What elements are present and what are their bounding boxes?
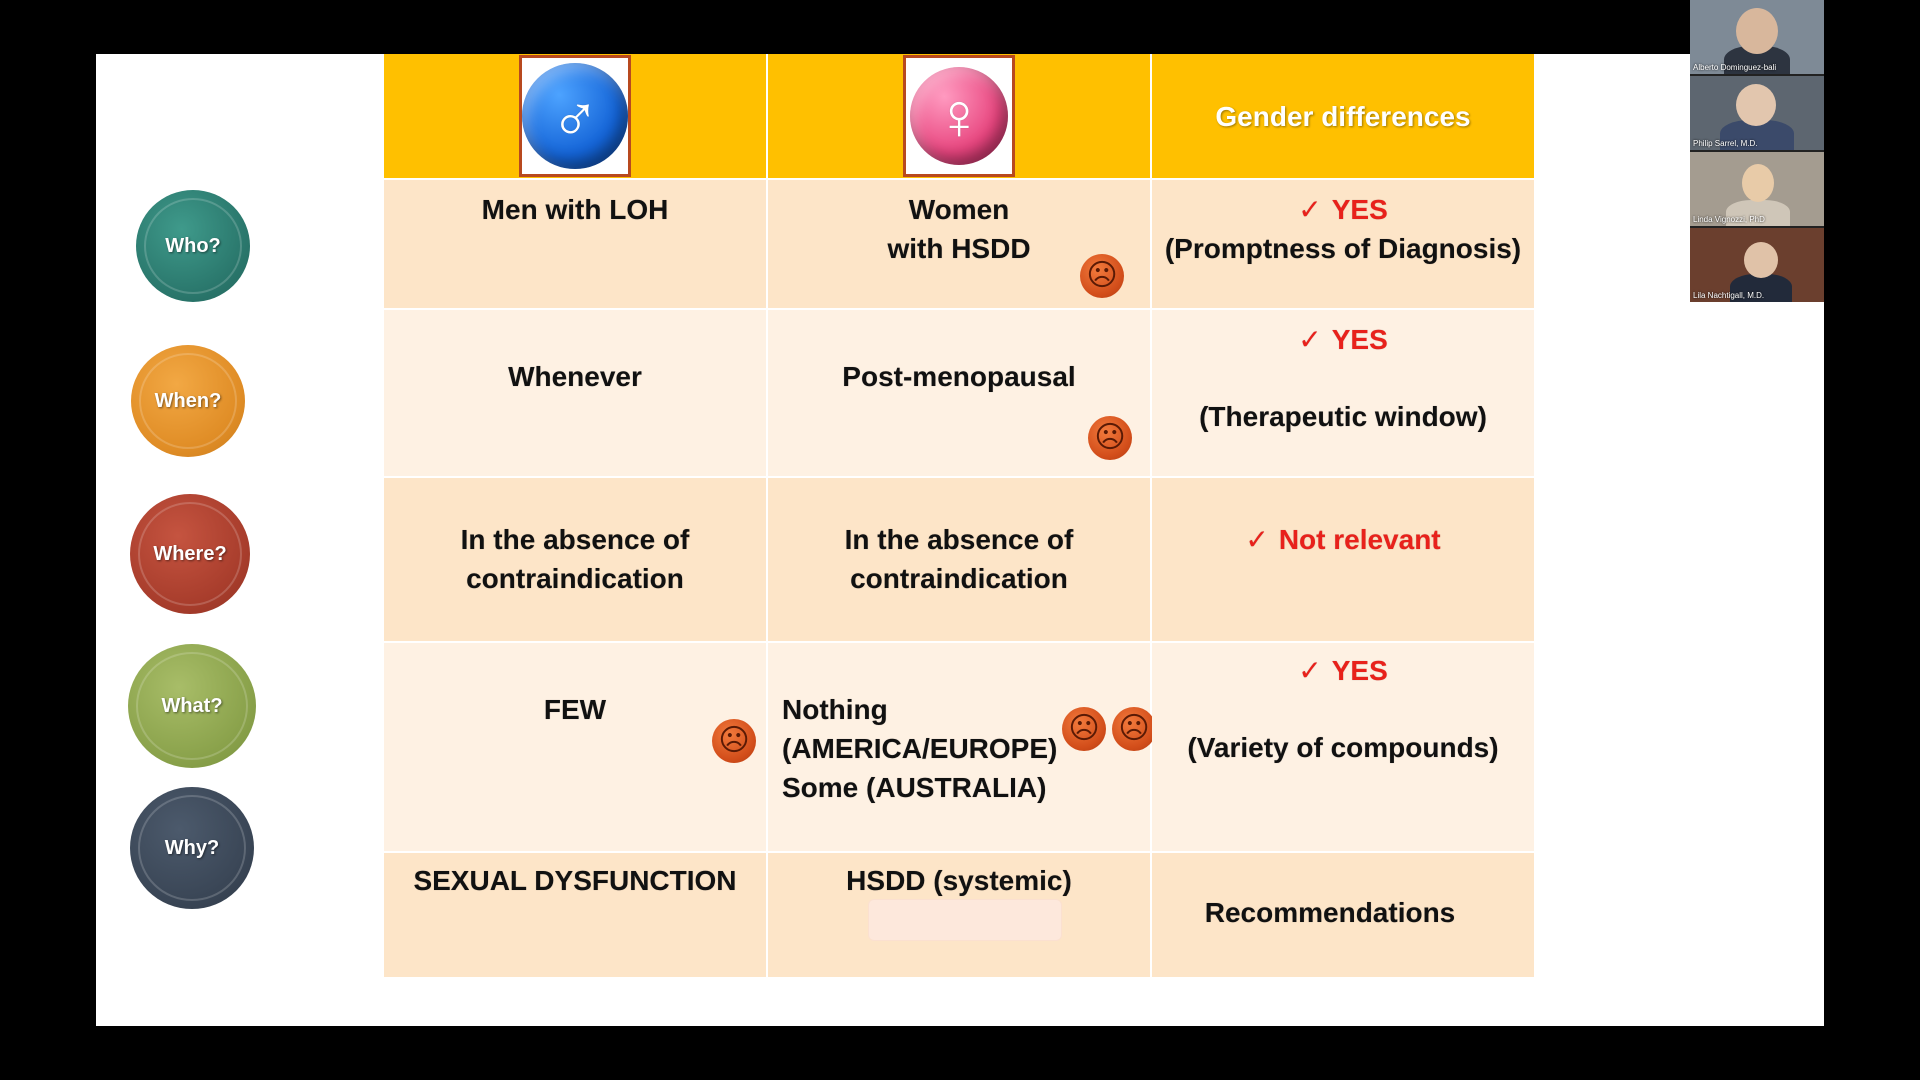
where-men-cell: In the absence of contraindication: [384, 478, 768, 643]
female-symbol-icon: ♀: [910, 67, 1008, 165]
person-avatar: [1736, 84, 1776, 126]
when-diff-cell: ✓ YES (Therapeutic window): [1152, 310, 1536, 478]
where-label: Where?: [153, 542, 227, 565]
what-women-cell: Nothing (AMERICA/EUROPE) Some (AUSTRALIA…: [768, 643, 1156, 853]
who-diff-detail: (Promptness of Diagnosis): [1164, 233, 1522, 264]
participant-name: Alberto Dominguez-bali: [1693, 63, 1777, 72]
header-women: ♀: [768, 54, 1152, 180]
who-label: Who?: [165, 234, 221, 257]
participant-tile[interactable]: Philip Sarrel, M.D.: [1690, 76, 1824, 150]
gender-differences-title: Gender differences: [1215, 100, 1471, 132]
why-men-text: SEXUAL DYSFUNCTION: [413, 865, 737, 896]
what-diff-detail: (Variety of compounds): [1187, 732, 1499, 763]
what-women-line3: Some (AUSTRALIA): [782, 772, 1047, 803]
what-circle: What?: [128, 644, 256, 768]
participant-video-panel: Alberto Dominguez-bali Philip Sarrel, M.…: [1690, 0, 1824, 302]
where-women-cell: In the absence of contraindication: [768, 478, 1152, 643]
participant-tile[interactable]: Linda Vignozzi, PhD: [1690, 152, 1824, 226]
who-men-cell: Men with LOH: [384, 180, 768, 310]
why-diff-cell: Recommendations: [1152, 853, 1536, 979]
where-diff-cell: ✓ Not relevant: [1152, 478, 1536, 643]
who-diff-cell: ✓ YES (Promptness of Diagnosis): [1152, 180, 1536, 310]
check-icon: ✓: [1298, 194, 1322, 225]
who-women-line2: with HSDD: [887, 233, 1031, 264]
participant-tile[interactable]: Lila Nachtigall, M.D.: [1690, 228, 1824, 302]
comparison-table: ♂ ♀ Gender differences Men with LOH Wome…: [384, 54, 1536, 979]
female-icon-box: ♀: [903, 55, 1015, 177]
when-diff-detail: (Therapeutic window): [1199, 401, 1487, 432]
when-diff-title: YES: [1331, 324, 1388, 355]
what-men-text: FEW: [543, 694, 607, 725]
why-men-cell: SEXUAL DYSFUNCTION: [384, 853, 768, 979]
frown-face-icon: ☹: [1080, 254, 1124, 298]
who-diff-title: YES: [1331, 194, 1388, 225]
who-men-text: Men with LOH: [481, 194, 669, 225]
where-men-line1: In the absence of: [460, 524, 690, 555]
why-diff-text: Recommendations: [1204, 897, 1456, 928]
header-men: ♂: [384, 54, 768, 180]
where-women-line1: In the absence of: [844, 524, 1074, 555]
what-diff-title: YES: [1331, 655, 1388, 686]
male-icon-box: ♂: [519, 55, 631, 177]
male-symbol-icon: ♂: [522, 63, 628, 169]
when-men-cell: Whenever: [384, 310, 768, 478]
participant-tile[interactable]: Alberto Dominguez-bali: [1690, 0, 1824, 74]
when-women-cell: Post-menopausal ☹: [768, 310, 1152, 478]
frown-face-icon: ☹: [712, 719, 756, 763]
person-avatar: [1730, 274, 1792, 302]
check-icon: ✓: [1298, 324, 1322, 355]
person-avatar: [1736, 8, 1778, 54]
what-label: What?: [161, 694, 223, 717]
person-avatar: [1742, 164, 1774, 202]
frown-face-icon: ☹: [1062, 707, 1106, 751]
highlight-box: [868, 899, 1062, 941]
participant-name: Lila Nachtigall, M.D.: [1693, 291, 1765, 300]
where-men-line2: contraindication: [466, 563, 684, 594]
why-circle: Why?: [130, 787, 254, 909]
participant-name: Philip Sarrel, M.D.: [1693, 139, 1758, 148]
person-avatar: [1726, 200, 1790, 226]
what-women-line1: Nothing: [782, 694, 888, 725]
check-icon: ✓: [1245, 524, 1269, 555]
person-avatar: [1744, 242, 1778, 278]
participant-name: Linda Vignozzi, PhD: [1693, 215, 1765, 224]
what-women-line2: (AMERICA/EUROPE): [782, 733, 1058, 764]
where-women-line2: contraindication: [850, 563, 1068, 594]
what-men-cell: FEW ☹: [384, 643, 768, 853]
what-diff-cell: ✓ YES (Variety of compounds): [1152, 643, 1536, 853]
why-label: Why?: [164, 836, 220, 859]
why-women-cell: HSDD (systemic): [768, 853, 1152, 979]
where-circle: Where?: [130, 494, 250, 614]
frown-face-icon: ☹: [1112, 707, 1156, 751]
frown-face-icon: ☹: [1088, 416, 1132, 460]
when-circle: When?: [131, 345, 245, 457]
when-label: When?: [154, 389, 222, 412]
header-gender-differences: Gender differences: [1152, 54, 1536, 180]
who-women-cell: Women with HSDD ☹: [768, 180, 1152, 310]
why-women-text: HSDD (systemic): [846, 865, 1072, 896]
when-men-text: Whenever: [508, 361, 642, 392]
who-circle: Who?: [136, 190, 250, 302]
where-diff-title: Not relevant: [1278, 524, 1441, 555]
when-women-text: Post-menopausal: [842, 361, 1076, 392]
who-women-line1: Women: [908, 194, 1010, 225]
presentation-slide: Who? When? Where? What? Why? ♂ ♀ Gender …: [96, 54, 1824, 1026]
check-icon: ✓: [1298, 655, 1322, 686]
